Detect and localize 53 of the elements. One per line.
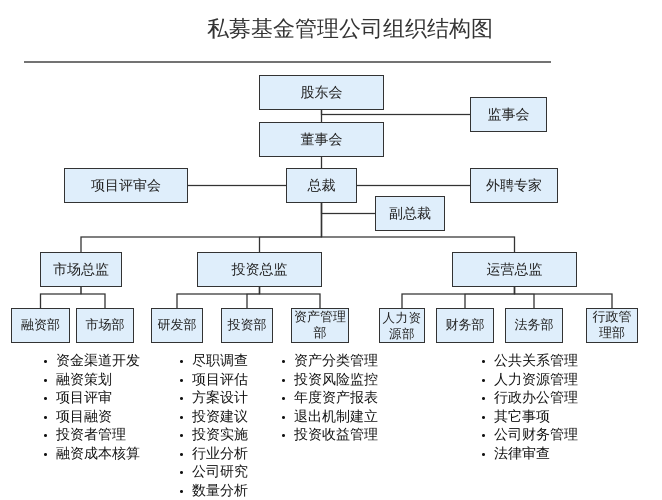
bullet-item: 公共关系管理 — [480, 352, 578, 370]
org-box: 投资部 — [221, 308, 273, 343]
bullet-item: 项目评估 — [178, 370, 248, 388]
bullet-item: 融资策划 — [42, 370, 112, 388]
bullet-item: 公司财务管理 — [480, 426, 578, 444]
org-box: 运营总监 — [452, 252, 577, 287]
bullet-item: 投资建议 — [178, 408, 248, 426]
connector-line — [514, 287, 613, 308]
bullet-item: 投资收益管理 — [280, 426, 378, 444]
org-box: 市场总监 — [40, 252, 122, 287]
org-box: 研发部 — [151, 308, 203, 343]
bullet-item: 投资者管理 — [42, 426, 126, 444]
org-box: 人力资源部 — [379, 308, 425, 343]
bullet-item: 融资成本核算 — [42, 444, 140, 462]
bullet-item: 数量分析 — [178, 482, 248, 500]
connector-line — [320, 203, 516, 252]
org-box: 法务部 — [505, 308, 563, 343]
org-box: 行政管理部 — [586, 308, 638, 343]
connector-line — [320, 110, 470, 116]
bullet-item: 资金渠道开发 — [42, 352, 140, 370]
bullet-item: 行政办公管理 — [480, 389, 578, 407]
org-box: 融资部 — [11, 308, 70, 343]
bullet-item: 项目融资 — [42, 408, 112, 426]
chart-title: 私募基金管理公司组织结构图 — [206, 16, 494, 44]
bullet-item: 年度资产报表 — [280, 389, 378, 407]
org-box: 监事会 — [470, 97, 547, 132]
org-box: 资产管理部 — [291, 308, 349, 343]
bullet-item: 投资风险监控 — [280, 370, 378, 388]
bullet-item: 人力资源管理 — [480, 370, 578, 388]
bullet-item: 投资实施 — [178, 426, 248, 444]
org-box: 副总裁 — [375, 196, 445, 231]
org-box: 总裁 — [286, 168, 357, 203]
org-box: 股东会 — [259, 75, 384, 110]
connector-line — [258, 287, 321, 308]
bullet-item: 退出机制建立 — [280, 408, 378, 426]
connector-line — [357, 184, 470, 186]
org-box: 财务部 — [436, 308, 494, 343]
connector-line — [320, 157, 322, 168]
bullet-item: 法律审查 — [480, 444, 550, 462]
bullet-item: 公司研究 — [178, 463, 248, 481]
bullet-item: 资产分类管理 — [280, 352, 378, 370]
connector-line — [80, 287, 106, 308]
org-box: 投资总监 — [197, 252, 322, 287]
org-box: 项目评审会 — [64, 168, 188, 203]
bullet-item: 行业分析 — [178, 444, 248, 462]
bullet-item: 项目评审 — [42, 389, 112, 407]
bullet-item: 其它事项 — [480, 408, 550, 426]
org-box: 市场部 — [76, 308, 134, 343]
org-box: 外聘专家 — [470, 168, 558, 203]
bullet-item: 方案设计 — [178, 389, 248, 407]
bullet-item: 尽职调查 — [178, 352, 248, 370]
connector-line — [188, 184, 286, 186]
org-box: 董事会 — [259, 122, 384, 157]
